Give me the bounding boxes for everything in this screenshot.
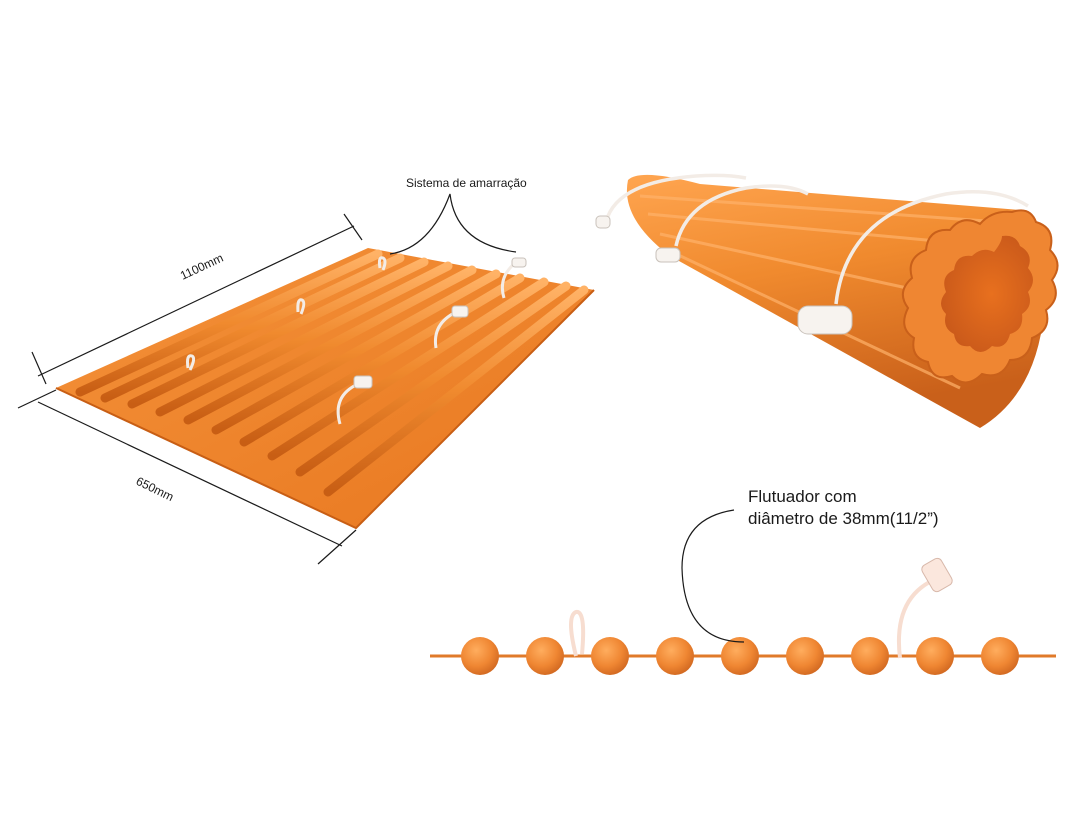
float-ball — [981, 637, 1019, 675]
rolled-tube — [595, 173, 1059, 428]
profile-cords — [569, 574, 945, 659]
mat-ribs — [75, 249, 589, 497]
tube-toggles — [595, 215, 853, 335]
lashing-system-label: Sistema de amarração — [406, 176, 527, 190]
float-ball — [591, 637, 629, 675]
float-ball — [786, 637, 824, 675]
float-ball — [526, 637, 564, 675]
mat-edge — [55, 289, 595, 530]
float-ball — [461, 637, 499, 675]
float-row — [430, 637, 1056, 675]
float-ball — [721, 637, 759, 675]
float-ball — [851, 637, 889, 675]
profile-toggle — [921, 557, 953, 593]
tube-lashing-cords — [604, 173, 1029, 305]
float-leader-line — [681, 509, 745, 643]
dimension-lines — [17, 213, 363, 565]
float-ball — [656, 637, 694, 675]
float-label-line2: diâmetro de 38mm(11/2”) — [748, 509, 939, 528]
float-ball — [916, 637, 954, 675]
mat-toggles — [353, 257, 527, 389]
flat-mat — [55, 248, 595, 530]
float-label-line1: Flutuador com — [748, 487, 857, 506]
tube-opening-inner — [941, 235, 1033, 352]
lashing-leader-line — [389, 193, 517, 255]
cross-section-profile — [430, 509, 1056, 675]
